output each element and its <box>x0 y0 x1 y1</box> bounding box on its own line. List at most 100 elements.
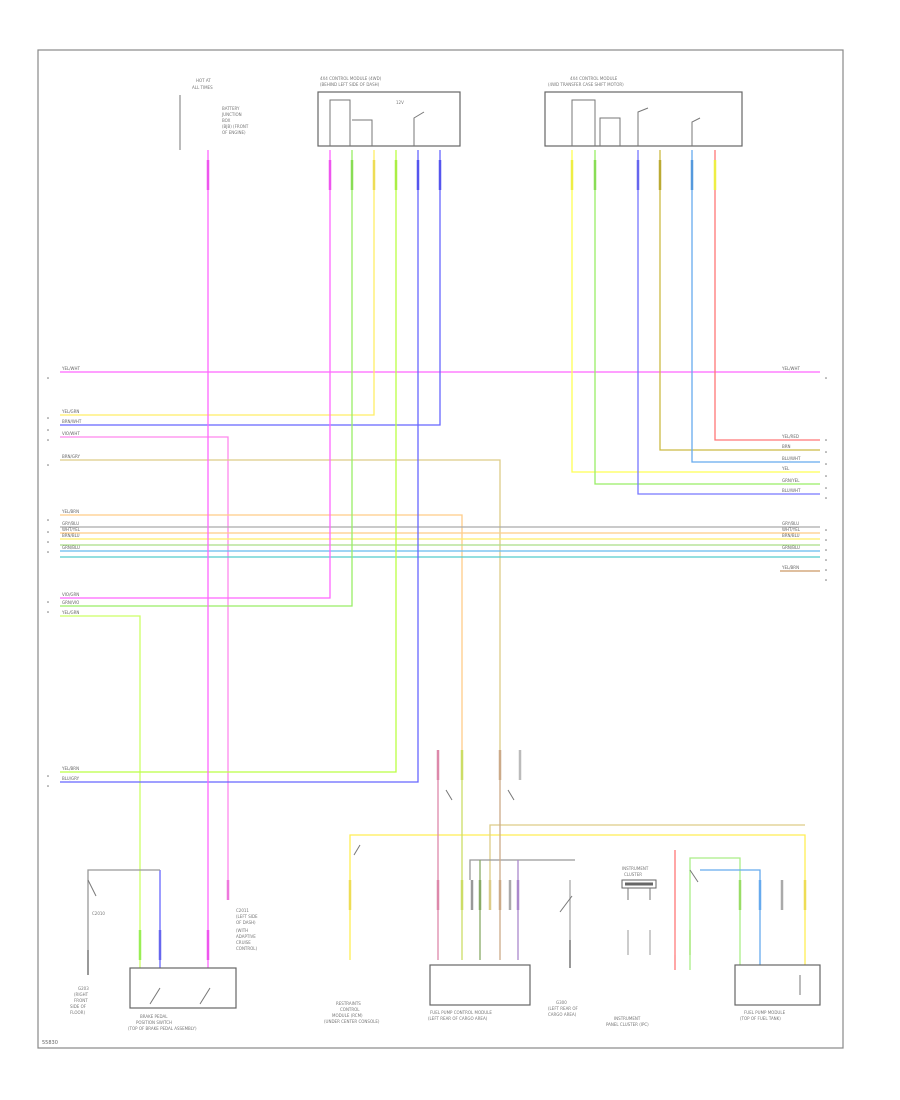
wire-yellow-harness <box>349 834 806 970</box>
svg-text:(4WD TRANSFER CASE SHIFT MOTOR: (4WD TRANSFER CASE SHIFT MOTOR) <box>548 82 624 87</box>
svg-text:JUNCTION: JUNCTION <box>221 112 242 117</box>
svg-text:BATTERY: BATTERY <box>222 106 240 111</box>
svg-text:YEL/BRN: YEL/BRN <box>61 509 79 514</box>
wire-cyan-harness <box>700 869 761 970</box>
svg-text:(LEFT REAR OF CARGO AREA): (LEFT REAR OF CARGO AREA) <box>428 1016 488 1021</box>
svg-text:(BEHIND LEFT SIDE OF DASH): (BEHIND LEFT SIDE OF DASH) <box>320 82 380 87</box>
svg-text:YEL/GRN: YEL/GRN <box>61 610 79 615</box>
svg-text:4X4 CONTROL MODULE: 4X4 CONTROL MODULE <box>570 76 618 81</box>
svg-text:OF DASH): OF DASH) <box>236 920 256 925</box>
svg-text:(BJB) (FRONT: (BJB) (FRONT <box>222 124 249 129</box>
svg-text:PANEL CLUSTER (IPC): PANEL CLUSTER (IPC) <box>606 1022 649 1027</box>
svg-text:YEL: YEL <box>781 466 790 471</box>
wire-blue-to-module <box>60 150 441 426</box>
svg-text:BRN/WHT: BRN/WHT <box>62 419 82 424</box>
wire-gray-harness <box>469 859 575 880</box>
component-bottom-center-switch: RESTRAINTS CONTROL MODULE (RCM) (UNDER C… <box>324 844 380 1024</box>
svg-text:BRN/GRY: BRN/GRY <box>62 454 80 459</box>
svg-text:RESTRAINTS: RESTRAINTS <box>336 1001 361 1006</box>
svg-text:VIO/GRN: VIO/GRN <box>62 592 79 597</box>
connector-pins-top <box>206 160 717 190</box>
wire-magenta-to-module <box>60 150 331 599</box>
svg-text:BRAKE PEDAL: BRAKE PEDAL <box>140 1014 168 1019</box>
svg-text:YEL/WHT: YEL/WHT <box>781 366 801 371</box>
svg-text:G300: G300 <box>556 1000 567 1005</box>
svg-text:YEL/GRN: YEL/GRN <box>61 409 79 414</box>
svg-text:HOT AT: HOT AT <box>196 78 211 83</box>
svg-text:(RIGHT: (RIGHT <box>74 992 89 997</box>
wire-yellowgreen-drop <box>60 615 141 970</box>
svg-text:YEL/RED: YEL/RED <box>781 434 799 439</box>
svg-text:CLUSTER: CLUSTER <box>624 872 642 877</box>
svg-text:GRN/VIO: GRN/VIO <box>62 600 79 605</box>
svg-text:C2011: C2011 <box>236 908 249 913</box>
svg-text:C2010: C2010 <box>92 911 105 916</box>
svg-text:SIDE OF: SIDE OF <box>70 1004 87 1009</box>
svg-text:(TOP OF BRAKE PEDAL ASSEMBLY): (TOP OF BRAKE PEDAL ASSEMBLY) <box>128 1026 197 1031</box>
wire-cyan-right <box>691 150 820 463</box>
svg-text:CARGO AREA): CARGO AREA) <box>548 1012 577 1017</box>
svg-text:BLU/GRY: BLU/GRY <box>62 776 80 781</box>
svg-text:GRN/BLU: GRN/BLU <box>782 545 800 550</box>
svg-text:GRN/YEL: GRN/YEL <box>782 478 800 483</box>
wire-yellow-right <box>571 150 820 473</box>
component-bottom-left-module: BRAKE PEDAL POSITION SWITCH (TOP OF BRAK… <box>128 880 258 1031</box>
hot-at-all-times-label: HOT AT ALL TIMES BATTERY JUNCTION BOX (B… <box>179 78 249 150</box>
connector-pins-bottom <box>627 930 691 955</box>
diagram-frame <box>37 49 844 1049</box>
svg-text:FRONT: FRONT <box>74 998 88 1003</box>
module-top-right: 4X4 CONTROL MODULE (4WD TRANSFER CASE SH… <box>544 76 743 147</box>
svg-text:G203: G203 <box>78 986 89 991</box>
svg-text:MODULE (RCM): MODULE (RCM) <box>332 1013 363 1018</box>
wire-tan-harness <box>489 824 805 880</box>
svg-text:ADAPTIVE: ADAPTIVE <box>236 934 256 939</box>
svg-text:BLU/WHT: BLU/WHT <box>782 456 801 461</box>
component-bottom-instrument-cluster: INSTRUMENT CLUSTER INSTRUMENT PANEL CLUS… <box>606 866 699 1027</box>
svg-text:FLOOR): FLOOR) <box>70 1010 85 1015</box>
svg-text:POSITION SWITCH: POSITION SWITCH <box>136 1020 172 1025</box>
svg-text:GRY/BLU: GRY/BLU <box>62 521 79 526</box>
svg-text:12V: 12V <box>396 100 404 105</box>
wire-pink-drop <box>60 436 229 900</box>
edge-labels-left: YEL/WHT YEL/GRN BRN/WHT VIO/WHT BRN/GRY … <box>47 366 82 787</box>
wire-green-to-module <box>60 150 353 607</box>
svg-text:(UNDER CENTER CONSOLE): (UNDER CENTER CONSOLE) <box>324 1019 380 1024</box>
svg-text:FUEL PUMP MODULE: FUEL PUMP MODULE <box>744 1010 786 1015</box>
diagram-code: 55830 <box>42 1040 58 1046</box>
svg-text:VIO/WHT: VIO/WHT <box>62 431 80 436</box>
svg-text:CONTROL: CONTROL <box>340 1007 360 1012</box>
svg-text:BRN/BLU: BRN/BLU <box>782 533 800 538</box>
wire-red-right <box>714 150 820 441</box>
svg-text:YEL/BRN: YEL/BRN <box>61 766 79 771</box>
svg-text:(LEFT REAR OF: (LEFT REAR OF <box>548 1006 579 1011</box>
svg-text:CRUISE: CRUISE <box>236 940 251 945</box>
svg-text:FUEL PUMP CONTROL MODULE: FUEL PUMP CONTROL MODULE <box>430 1010 492 1015</box>
svg-text:INSTRUMENT: INSTRUMENT <box>622 866 649 871</box>
wire-blue-low <box>60 150 419 783</box>
module-top-middle: 4X4 CONTROL MODULE (4WD) (BEHIND LEFT SI… <box>317 76 461 147</box>
component-bottom-center-module: FUEL PUMP CONTROL MODULE (LEFT REAR OF C… <box>428 880 531 1021</box>
svg-text:4X4 CONTROL MODULE (4WD): 4X4 CONTROL MODULE (4WD) <box>320 76 382 81</box>
wire-tan-drop <box>60 459 501 750</box>
svg-text:GRN/BLU: GRN/BLU <box>62 545 80 550</box>
edge-labels-right: YEL/WHT YEL/RED BRN BLU/WHT YEL GRN/YEL … <box>781 366 827 581</box>
connector-pins-mid <box>436 750 522 780</box>
wire-blue-right <box>637 150 820 495</box>
wire-yellowgreen-low <box>60 150 397 773</box>
svg-text:(LEFT SIDE: (LEFT SIDE <box>236 914 258 919</box>
svg-text:CONTROL): CONTROL) <box>236 946 258 951</box>
svg-text:WHT/YEL: WHT/YEL <box>62 527 81 532</box>
wire-gray-left-loop <box>87 869 160 960</box>
wire-green-right <box>594 150 820 485</box>
svg-text:WHT/YEL: WHT/YEL <box>782 527 801 532</box>
wire-olive-right <box>659 150 820 451</box>
wire-yellow-to-module <box>60 150 375 416</box>
svg-text:INSTRUMENT: INSTRUMENT <box>614 1016 641 1021</box>
svg-text:GRY/BLU: GRY/BLU <box>782 521 799 526</box>
svg-text:BOX: BOX <box>222 118 231 123</box>
svg-text:BRN: BRN <box>782 444 791 449</box>
svg-text:YEL/WHT: YEL/WHT <box>61 366 81 371</box>
svg-text:BLU/WHT: BLU/WHT <box>782 488 801 493</box>
